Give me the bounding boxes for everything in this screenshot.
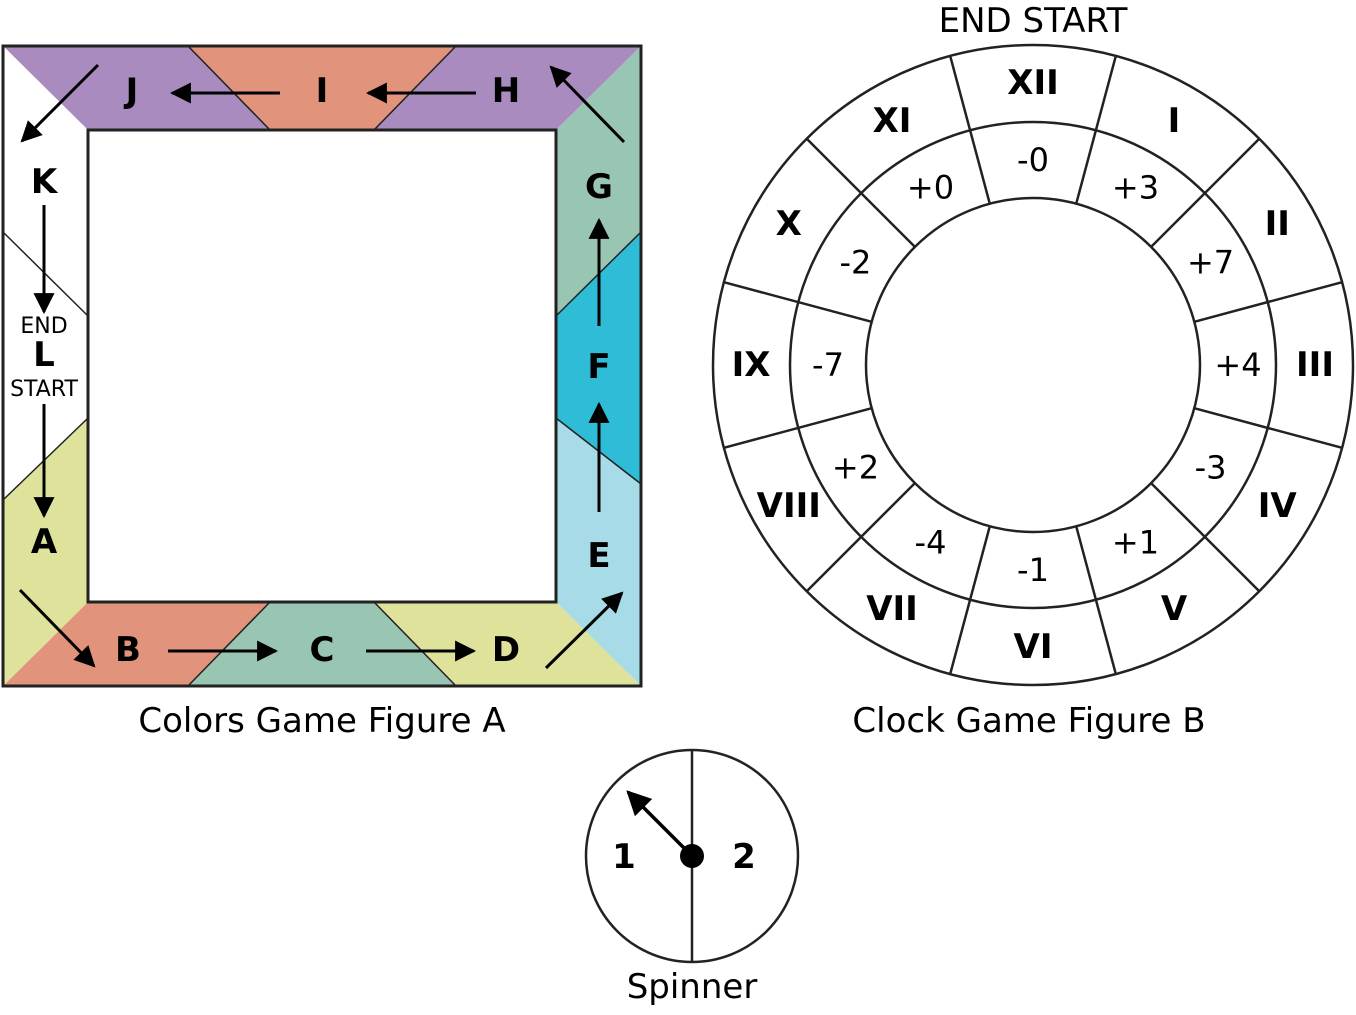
clock-numeral-viii: VIII xyxy=(757,486,821,526)
spinner: 1 2 xyxy=(584,748,800,964)
clock-sector-divider xyxy=(948,525,991,675)
square-e-label: E xyxy=(587,536,610,576)
clock-sector-divider xyxy=(948,55,991,205)
square-a-label: A xyxy=(31,522,58,562)
square-b-label: B xyxy=(115,630,141,670)
clock-inner-circle xyxy=(864,196,1202,534)
square-i-label: I xyxy=(316,71,329,111)
square-e xyxy=(556,418,641,686)
board-outer-border xyxy=(1,44,643,688)
clock-value-xii: -0 xyxy=(1017,141,1049,179)
spinner-label-1: 1 xyxy=(612,837,636,877)
square-a xyxy=(3,418,88,686)
square-l xyxy=(3,232,88,500)
clock-value-iv: -3 xyxy=(1195,449,1227,487)
clock-numeral-vi: VI xyxy=(1014,627,1053,667)
clock-numeral-iii: III xyxy=(1296,345,1334,385)
square-d-label: D xyxy=(492,630,520,670)
clock-numeral-vii: VII xyxy=(866,589,918,629)
square-k xyxy=(3,46,88,316)
clock-value-iii: +4 xyxy=(1214,346,1261,384)
square-c xyxy=(188,602,456,686)
spinner-caption: Spinner xyxy=(627,967,758,1007)
clock-value-vi: -1 xyxy=(1017,551,1049,589)
board-direction-arrows xyxy=(18,63,626,670)
clock-value-i: +3 xyxy=(1112,168,1159,206)
spinner-pointer xyxy=(626,790,694,858)
clock-numeral-iv: IV xyxy=(1258,486,1298,526)
clock-middle-ring xyxy=(788,120,1278,610)
clock-numeral-i: I xyxy=(1168,101,1181,141)
arrow-g-to-h xyxy=(549,65,626,144)
clock-value-ii: +7 xyxy=(1187,244,1234,282)
figure-b-caption: Clock Game Figure B xyxy=(852,701,1205,741)
square-l-label: L xyxy=(33,335,55,375)
spinner-label-2: 2 xyxy=(732,837,756,877)
square-h-label: H xyxy=(492,71,520,111)
clock-value-vii: -4 xyxy=(915,524,947,562)
arrow-a-to-b xyxy=(18,588,96,668)
square-c-label: C xyxy=(310,630,335,670)
square-i xyxy=(188,46,456,130)
square-g-label: G xyxy=(585,167,613,207)
clock-sector-divider xyxy=(1075,55,1118,205)
clock-value-viii: +2 xyxy=(832,449,879,487)
board-start-label: START xyxy=(10,377,78,402)
clock-sector-divider xyxy=(1193,407,1343,450)
clock-sector-divider xyxy=(1150,482,1261,593)
board-inner-square xyxy=(86,128,558,604)
clock-numeral-xii: XII xyxy=(1007,63,1059,103)
square-d xyxy=(374,602,641,686)
square-f-label: F xyxy=(587,347,610,387)
colors-game-board: J I H G F E D C B A L K END START xyxy=(1,44,643,688)
clock-value-x: -2 xyxy=(840,244,872,282)
square-j-label: J xyxy=(124,71,139,111)
clock-value-xi: +0 xyxy=(907,168,954,206)
board-end-label: END xyxy=(20,314,67,339)
clock-numeral-x: X xyxy=(776,204,802,244)
clock-sector-divider xyxy=(1150,137,1261,248)
arrow-d-to-e xyxy=(544,591,624,670)
clock-numeral-v: V xyxy=(1161,589,1188,629)
clock-sector-divider xyxy=(723,407,873,450)
square-g xyxy=(556,46,641,316)
clock-sector-divider xyxy=(723,280,873,323)
clock-sector-divider xyxy=(805,137,916,248)
spinner-pivot xyxy=(680,844,704,868)
clock-value-ix: -7 xyxy=(812,346,844,384)
clock-numeral-xi: XI xyxy=(873,101,912,141)
clock-sector-divider xyxy=(1193,280,1343,323)
square-h xyxy=(374,46,641,130)
figure-a-caption: Colors Game Figure A xyxy=(138,701,505,741)
square-k-label: K xyxy=(31,162,59,202)
clock-value-v: +1 xyxy=(1112,524,1159,562)
square-j xyxy=(3,46,270,130)
clock-dividers xyxy=(723,55,1343,675)
clock-numeral-ii: II xyxy=(1265,204,1290,244)
arrow-j-to-k xyxy=(20,63,100,143)
clock-sector-divider xyxy=(805,482,916,593)
clock-end-start-label: END START xyxy=(939,1,1128,41)
clock-game-board xyxy=(711,43,1355,687)
clock-numeral-ix: IX xyxy=(732,345,771,385)
clock-sector-divider xyxy=(1075,525,1118,675)
square-b xyxy=(3,602,270,686)
